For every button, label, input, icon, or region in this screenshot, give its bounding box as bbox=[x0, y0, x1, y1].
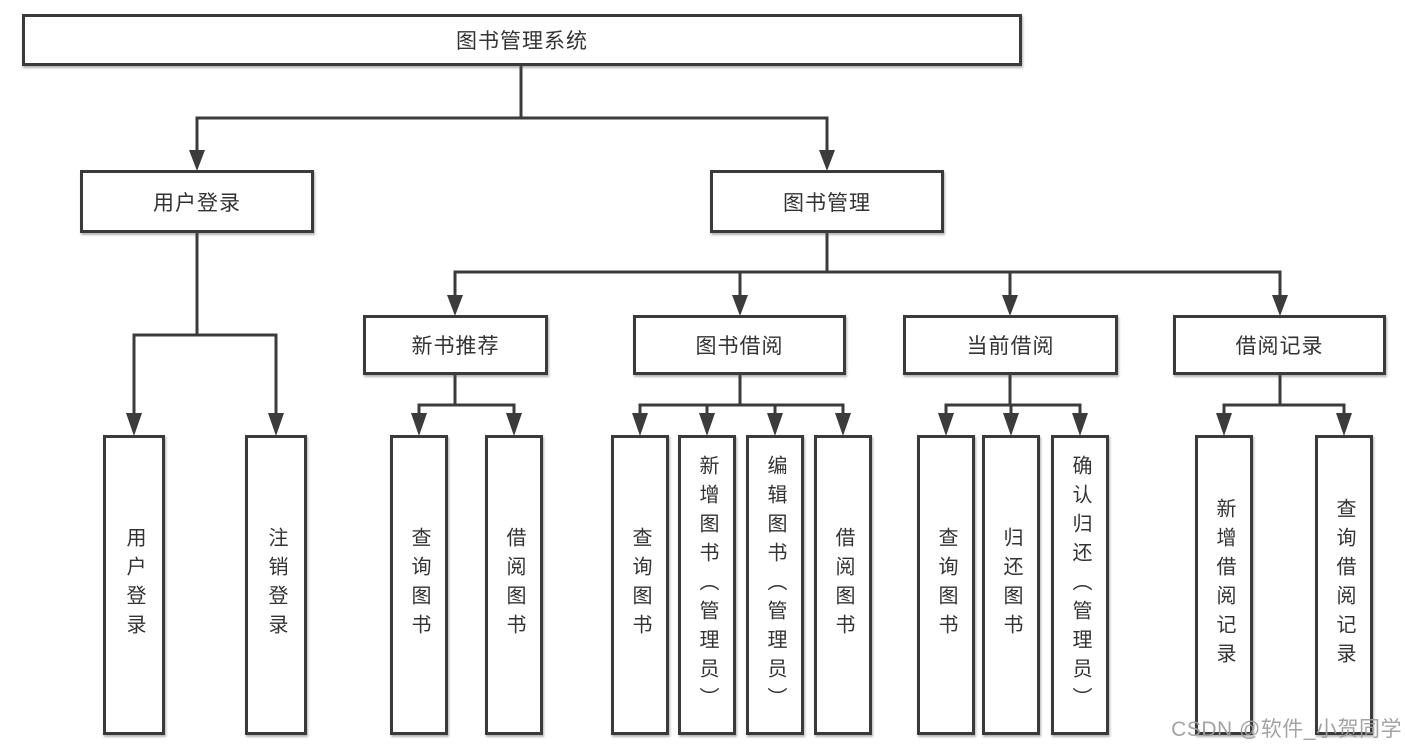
node-book-borrow: 图书借阅 bbox=[633, 315, 846, 375]
node-label: 查询借阅记录 bbox=[1333, 498, 1355, 672]
node-current-borrow: 当前借阅 bbox=[903, 315, 1118, 375]
node-leaf-borrow-books-recommend: 借阅图书 bbox=[485, 435, 543, 735]
arrowhead bbox=[1072, 413, 1088, 436]
node-leaf-query-borrow-record: 查询借阅记录 bbox=[1315, 435, 1373, 735]
node-leaf-add-books-admin: 新增图书（管理员） bbox=[678, 435, 736, 735]
node-leaf-add-borrow-record: 新增借阅记录 bbox=[1195, 435, 1253, 735]
node-leaf-confirm-return-admin: 确认归还（管理员） bbox=[1051, 435, 1109, 735]
arrowhead bbox=[1336, 413, 1352, 436]
arrowhead bbox=[1002, 295, 1018, 316]
arrowhead bbox=[767, 413, 783, 436]
node-label: 新增图书（管理员） bbox=[696, 454, 718, 716]
node-label: 查询图书 bbox=[935, 527, 957, 643]
arrowhead bbox=[447, 295, 463, 316]
node-label: 归还图书 bbox=[1000, 527, 1022, 643]
node-leaf-borrow-books: 借阅图书 bbox=[814, 435, 872, 735]
arrowhead bbox=[1216, 413, 1232, 436]
node-label: 图书管理 bbox=[783, 191, 871, 215]
node-label: 查询图书 bbox=[408, 527, 430, 643]
arrowhead bbox=[268, 413, 284, 436]
node-label: 用户登录 bbox=[153, 191, 241, 215]
arrowhead bbox=[1272, 295, 1288, 316]
node-label: 当前借阅 bbox=[966, 335, 1055, 358]
node-leaf-query-books-recommend: 查询图书 bbox=[390, 435, 448, 735]
arrowhead bbox=[938, 413, 954, 436]
arrowhead bbox=[506, 413, 522, 436]
arrowhead bbox=[189, 150, 205, 171]
arrowhead bbox=[126, 413, 142, 436]
node-leaf-logout: 注销登录 bbox=[245, 435, 307, 735]
node-new-book-recommend: 新书推荐 bbox=[363, 315, 548, 375]
node-leaf-query-books-current: 查询图书 bbox=[917, 435, 975, 735]
node-label: 编辑图书（管理员） bbox=[764, 454, 786, 716]
node-leaf-return-books: 归还图书 bbox=[982, 435, 1040, 735]
arrowhead bbox=[835, 413, 851, 436]
node-book-management-system: 图书管理系统 bbox=[22, 14, 1022, 66]
arrowhead bbox=[699, 413, 715, 436]
node-user-login-group: 用户登录 bbox=[80, 170, 314, 233]
node-label: 图书借阅 bbox=[695, 335, 784, 358]
arrowhead bbox=[819, 150, 835, 171]
node-label: 借阅图书 bbox=[832, 527, 854, 643]
node-book-management: 图书管理 bbox=[710, 170, 944, 233]
node-label: 用户登录 bbox=[123, 527, 145, 643]
node-leaf-user-login: 用户登录 bbox=[103, 435, 165, 735]
node-leaf-query-books-borrow: 查询图书 bbox=[611, 435, 669, 735]
node-label: 注销登录 bbox=[265, 527, 287, 643]
watermark-text: CSDN @软件_小贺同学 bbox=[1171, 718, 1402, 741]
arrowhead bbox=[632, 413, 648, 436]
node-borrow-records: 借阅记录 bbox=[1173, 315, 1386, 375]
node-label: 新增借阅记录 bbox=[1213, 498, 1235, 672]
node-label: 查询图书 bbox=[629, 527, 651, 643]
node-label: 新书推荐 bbox=[411, 335, 500, 358]
node-leaf-edit-books-admin: 编辑图书（管理员） bbox=[746, 435, 804, 735]
arrowhead bbox=[411, 413, 427, 436]
node-label: 借阅记录 bbox=[1235, 335, 1324, 358]
node-label: 图书管理系统 bbox=[456, 30, 588, 53]
node-label: 确认归还（管理员） bbox=[1069, 454, 1091, 716]
arrowhead bbox=[732, 295, 748, 316]
arrowhead bbox=[1003, 413, 1019, 436]
node-label: 借阅图书 bbox=[503, 527, 525, 643]
